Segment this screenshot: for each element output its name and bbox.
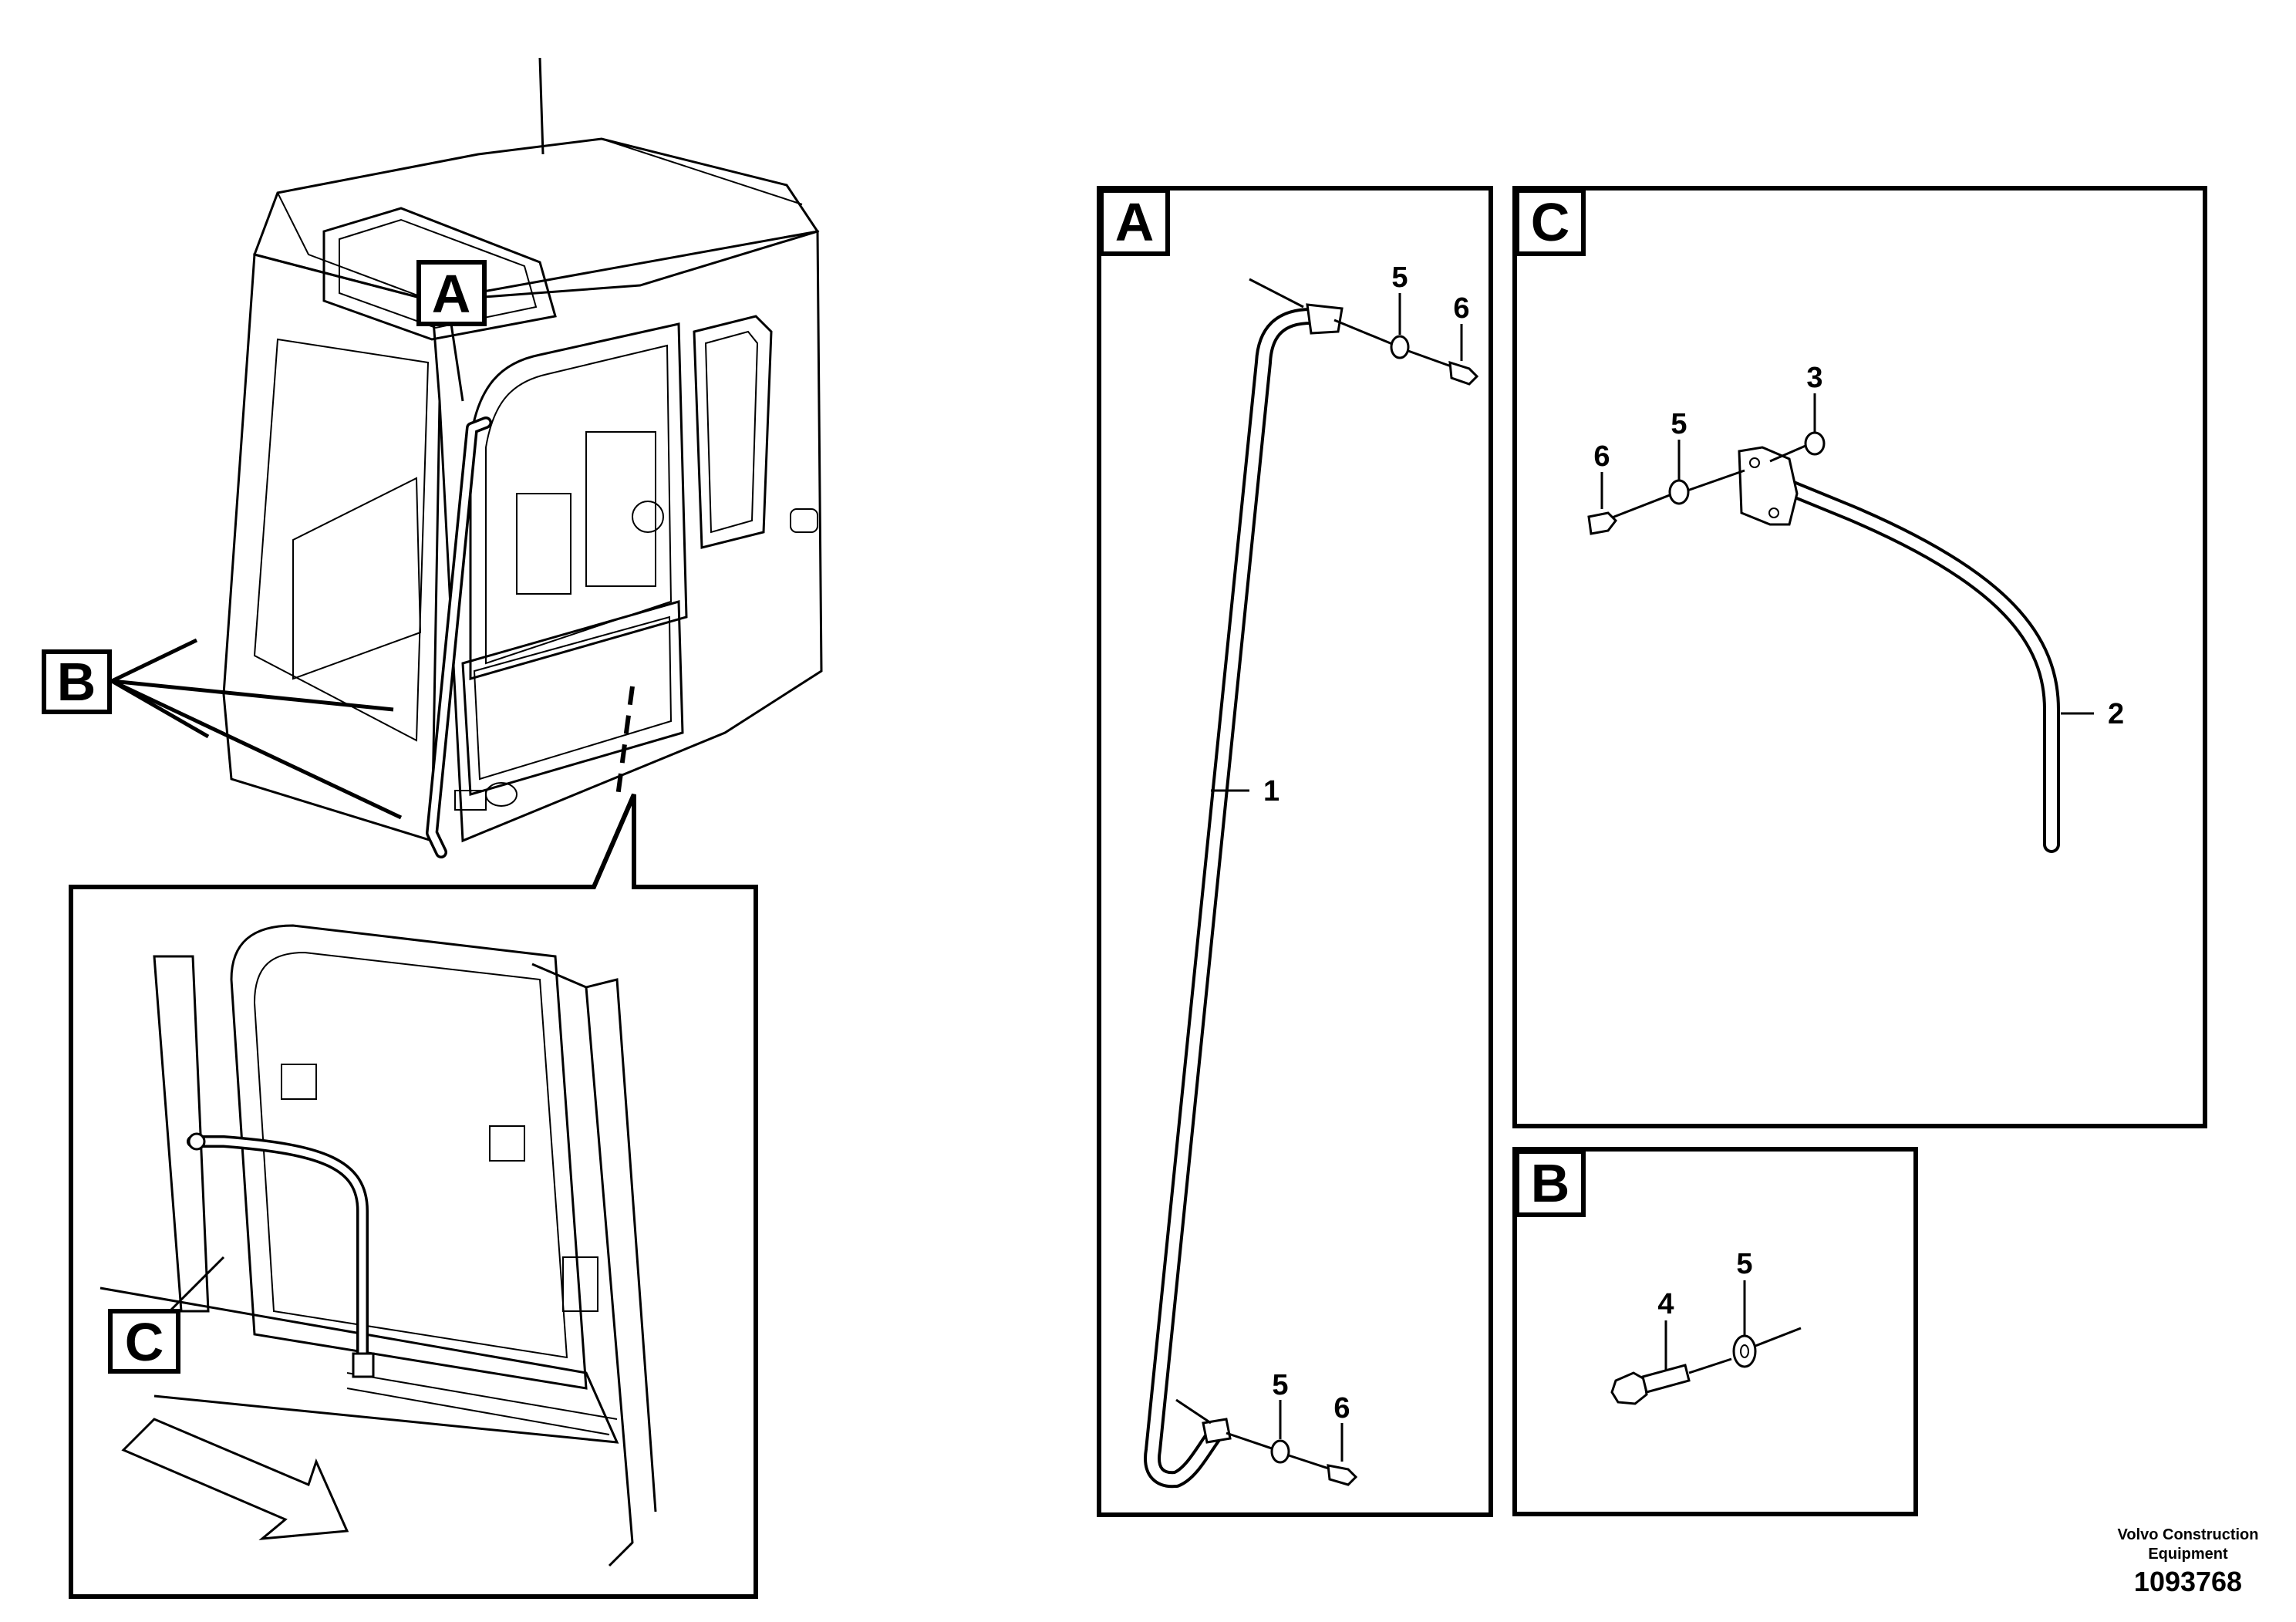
panel-b: B 4 5 [1512, 1147, 1918, 1516]
grab-rod-1 [1144, 278, 1344, 1489]
panel-c: C 3 5 6 2 [1512, 186, 2207, 1128]
callout-a-cab-label: A [432, 264, 471, 324]
label-part-5-a-top: 5 [1391, 261, 1408, 294]
drawing-number: 1093768 [2134, 1566, 2242, 1597]
callout-c-detail-label: C [125, 1312, 164, 1372]
panel-a-label: A [1115, 192, 1155, 252]
label-part-3: 3 [1806, 362, 1822, 394]
panel-a: A 5 6 1 5 6 [1097, 186, 1493, 1517]
bolt-6-c [1587, 511, 1617, 535]
bolt-6-bottom [1327, 1464, 1358, 1486]
bolt-4 [1610, 1371, 1648, 1405]
leader-a [450, 323, 464, 402]
panel-c-label: C [1531, 192, 1570, 252]
callout-c-detail: C [108, 1309, 180, 1374]
label-part-6-a-bottom: 6 [1333, 1392, 1350, 1425]
washer-5-b [1732, 1334, 1757, 1368]
washer-5-bottom [1270, 1439, 1290, 1464]
label-part-6-a-top: 6 [1453, 292, 1469, 325]
direction-arrow [121, 1418, 349, 1540]
callout-b-cab-label: B [57, 652, 96, 712]
label-part-6-c: 6 [1593, 440, 1610, 473]
footer: Volvo Construction Equipment 1093768 [2118, 1526, 2259, 1597]
callout-a-cab: A [416, 260, 487, 326]
label-part-5-c: 5 [1671, 408, 1687, 440]
footer-brand-line2: Equipment [2148, 1546, 2228, 1563]
washer-5-c [1668, 479, 1690, 505]
callout-b-cab: B [42, 638, 403, 820]
label-part-5-a-bottom: 5 [1272, 1369, 1288, 1401]
bolt-6-top [1448, 360, 1479, 386]
nut-3-c [1804, 431, 1826, 456]
cab-overview [222, 57, 823, 858]
label-part-4: 4 [1657, 1288, 1674, 1320]
panel-b-label: B [1531, 1153, 1570, 1213]
grab-rod-2 [1738, 446, 2060, 853]
washer-5-top [1390, 335, 1410, 359]
label-part-1: 1 [1263, 775, 1279, 808]
detail-view-door [69, 793, 758, 1599]
label-part-2: 2 [2108, 698, 2124, 730]
footer-brand-line1: Volvo Construction [2118, 1526, 2259, 1543]
label-part-5-b: 5 [1736, 1248, 1752, 1280]
